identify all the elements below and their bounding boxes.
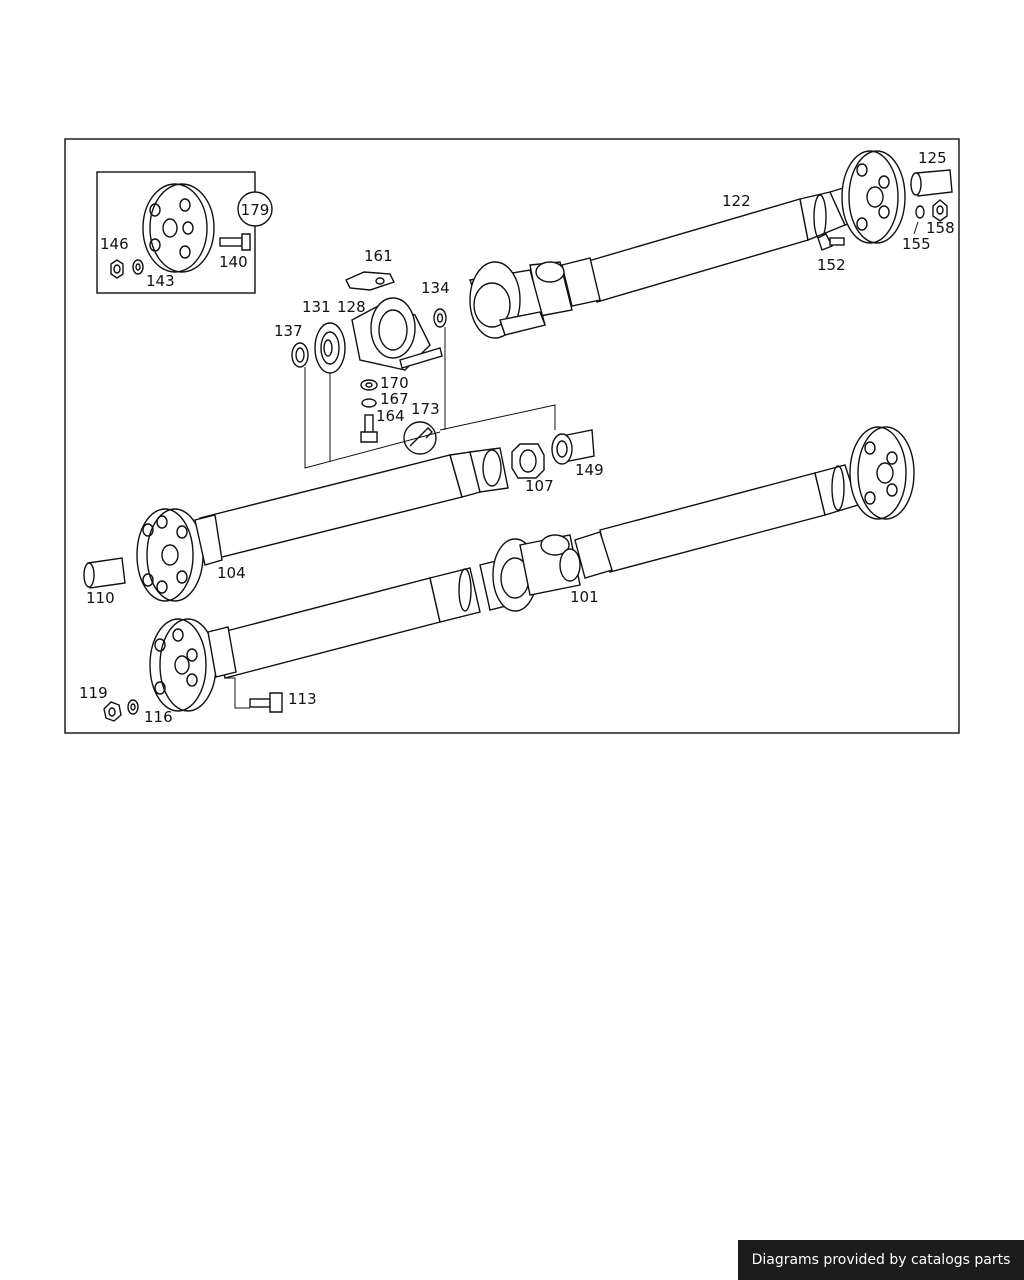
rear-flange-122 <box>841 150 906 244</box>
label-170: 170 <box>380 374 409 392</box>
part-labels: 179 146 140 143 161 131 128 134 137 170 … <box>79 149 955 726</box>
label-167: 167 <box>380 390 409 408</box>
nut-146-icon <box>110 259 124 279</box>
label-146: 146 <box>100 235 129 253</box>
universal-joint-122 <box>469 257 601 339</box>
wrench-173-icon <box>403 421 437 455</box>
shaft-104 <box>136 447 509 602</box>
universal-joint-101 <box>479 531 613 612</box>
label-134: 134 <box>421 279 450 297</box>
ring-137-icon <box>291 342 309 368</box>
bushing-125-icon <box>910 169 953 197</box>
bolt-140-icon <box>219 233 251 251</box>
washer-134-icon <box>433 308 447 328</box>
label-101: 101 <box>570 588 599 606</box>
label-125: 125 <box>918 149 947 167</box>
washer-155-icon <box>913 205 925 235</box>
bushing-110-icon <box>83 557 126 589</box>
label-173: 173 <box>411 400 440 418</box>
label-161: 161 <box>364 247 393 265</box>
kit-179-circle <box>237 191 273 227</box>
footer-caption: Diagrams provided by catalogs parts <box>738 1240 1024 1280</box>
label-119: 119 <box>79 684 108 702</box>
label-122: 122 <box>722 192 751 210</box>
front-flex-disc-104 <box>136 508 223 602</box>
ball-bearing-131 <box>314 322 346 374</box>
rear-flange-101 <box>849 426 915 520</box>
washer-143-icon <box>132 259 144 275</box>
label-107: 107 <box>525 477 554 495</box>
label-179: 179 <box>241 201 270 219</box>
sleeve-149-icon <box>551 429 595 465</box>
label-149: 149 <box>575 461 604 479</box>
label-137: 137 <box>274 322 303 340</box>
label-113: 113 <box>288 690 317 708</box>
label-116: 116 <box>144 708 173 726</box>
flex-disc-inset <box>142 183 215 273</box>
bolt-164-icon <box>360 414 378 443</box>
bolt-113-icon <box>225 677 283 713</box>
label-128: 128 <box>337 298 366 316</box>
washer-116-icon <box>127 699 139 715</box>
label-140: 140 <box>219 253 248 271</box>
label-104: 104 <box>217 564 246 582</box>
nut-107-icon <box>511 443 545 479</box>
label-164: 164 <box>376 407 405 425</box>
shaft-122 <box>469 150 906 339</box>
label-158: 158 <box>926 219 955 237</box>
spring-washer-167-icon <box>361 398 377 408</box>
support-bearing-128 <box>351 297 443 371</box>
bolt-152-icon <box>817 233 845 251</box>
washer-170-icon <box>360 379 378 391</box>
bracket-161-icon <box>345 271 395 291</box>
label-152: 152 <box>817 256 846 274</box>
nut-119-icon <box>103 701 122 722</box>
inset-kit-box <box>96 171 273 294</box>
label-143: 143 <box>146 272 175 290</box>
shaft-101 <box>149 426 915 712</box>
label-110: 110 <box>86 589 115 607</box>
label-131: 131 <box>302 298 331 316</box>
diagram-frame <box>64 138 960 734</box>
front-flex-disc-101 <box>149 618 237 712</box>
nut-158-icon <box>932 199 948 222</box>
label-155: 155 <box>902 235 931 253</box>
